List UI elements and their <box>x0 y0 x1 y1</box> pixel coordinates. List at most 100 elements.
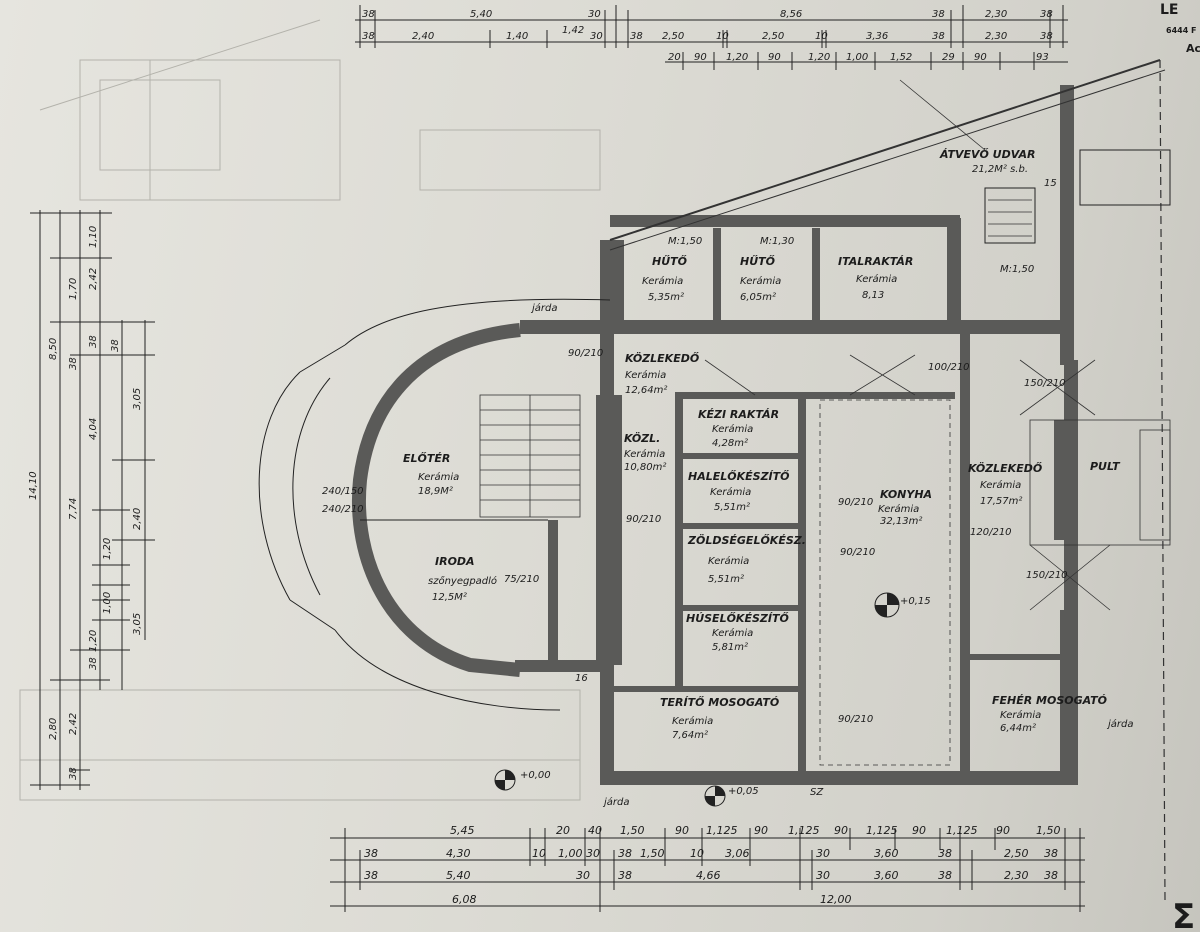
room-area: 5,81m² <box>712 642 748 653</box>
section-mark-16: 16 <box>575 673 588 684</box>
top-dim-r3-7: 1,52 <box>890 52 912 63</box>
room-area: 12,5M² <box>432 592 467 603</box>
bot-dim-r1-5: 90 <box>675 824 689 837</box>
bot-dim-r1-10: 1,125 <box>866 824 898 837</box>
room-terito-mosogato: TERÍTŐ MOSOGATÓ Kerámia 7,64m² <box>660 695 779 741</box>
room-floor: Kerámia <box>1000 709 1041 721</box>
top-dim-r2-8: 10 <box>716 31 729 42</box>
top-dim-r3-1: 20 <box>668 52 681 63</box>
stairs <box>479 394 581 518</box>
bot-dim-r1-13: 90 <box>996 824 1010 837</box>
room-name: TERÍTŐ MOSOGATÓ <box>660 695 779 709</box>
level-text-2: +0,05 <box>728 786 759 797</box>
top-dim-r2-10: 10 <box>815 31 828 42</box>
bot-dim-r1-14: 1,50 <box>1036 824 1061 837</box>
room-huto-2: HŰTŐ Kerámia 6,05m² <box>740 254 781 303</box>
door-tag-1: 240/150 <box>322 486 364 497</box>
building-walls <box>515 85 1078 785</box>
room-name: KÉZI RAKTÁR <box>698 408 779 421</box>
top-dim-r2-11: 3,36 <box>866 31 888 42</box>
door-tag-10: 90/210 <box>838 497 873 508</box>
top-dim-r3-5: 1,20 <box>808 52 830 63</box>
room-name: HŰTŐ <box>652 254 687 268</box>
courtyard <box>609 59 1171 901</box>
corner-text-1: LE <box>1160 2 1178 18</box>
room-area: 6,44m² <box>1000 723 1036 734</box>
room-floor: Kerámia <box>672 715 713 727</box>
room-area: 12,64m² <box>625 385 667 396</box>
left-dim-c5: 1,20 <box>102 538 113 560</box>
annotations: járda járda járda SZ 240/150 90/210 100/… <box>322 178 1134 808</box>
bot-dim-r3-6: 30 <box>816 869 830 882</box>
room-name: ITALRAKTÁR <box>838 255 913 268</box>
room-kozl: KÖZL. Kerámia 10,80m² <box>624 431 666 473</box>
room-name: KONYHA <box>880 488 932 501</box>
room-floor: Kerámia <box>856 273 897 285</box>
door-tag-9: 90/210 <box>626 514 661 525</box>
bot-dim-r2-2: 4,30 <box>446 847 471 860</box>
room-feher-mosogato: FEHÉR MOSOGATÓ Kerámia 6,44m² <box>992 694 1107 734</box>
bot-dim-r3-9: 2,30 <box>1004 869 1029 882</box>
left-dim-c2: 2,42 <box>88 268 99 290</box>
room-area: 21,2M² s.b. <box>972 164 1028 175</box>
bot-dim-r3-4: 38 <box>618 869 632 882</box>
room-area: 4,28m² <box>712 438 748 449</box>
left-dim-c4: 4,04 <box>88 418 99 440</box>
left-dim-c1: 1,10 <box>88 226 99 248</box>
bot-dim-r2-11: 3,60 <box>874 847 899 860</box>
room-haleloekeszito: HALELŐKÉSZÍTŐ Kerámia 5,51m² <box>688 469 790 513</box>
room-name: HÚSELŐKÉSZÍTŐ <box>686 611 789 625</box>
left-dim-a1: 8,50 <box>48 338 59 360</box>
corner-text-3: Ac <box>1186 42 1200 55</box>
pult-label: PULT <box>1090 460 1121 473</box>
top-dim-r2-1: 38 <box>362 31 375 42</box>
room-area: 10,80m² <box>624 462 666 473</box>
bot-dim-r2-3: 10 <box>532 847 546 860</box>
left-dim-c6: 1,00 <box>102 592 113 614</box>
level-markers: +0,00 +0,05 +0,15 <box>494 592 931 807</box>
bot-dim-r1-9: 90 <box>834 824 848 837</box>
corner-title: LE 6444 F Ac <box>1160 2 1200 55</box>
bot-dim-r1-7: 90 <box>754 824 768 837</box>
left-dim-b4: 2,42 <box>68 713 79 735</box>
bot-dim-r3-7: 3,60 <box>874 869 899 882</box>
door-tag-7: 240/210 <box>322 504 364 515</box>
room-area: 6,05m² <box>740 292 776 303</box>
bot-dim-r2-12: 38 <box>938 847 952 860</box>
left-dim-b5: 38 <box>68 767 79 780</box>
top-dim-r2-7: 2,50 <box>662 31 684 42</box>
bot-dim-r2-8: 10 <box>690 847 704 860</box>
room-area: 18,9M² <box>418 486 453 497</box>
bot-dim-r3-3: 30 <box>576 869 590 882</box>
top-dim-r3-10: 93 <box>1036 52 1049 63</box>
bot-dim-r1-4: 1,50 <box>620 824 645 837</box>
top-dim-r2-12: 38 <box>932 31 945 42</box>
top-dim-r3-9: 90 <box>974 52 987 63</box>
parapet-2: M:1,30 <box>760 236 794 247</box>
room-kezi-raktar: KÉZI RAKTÁR Kerámia 4,28m² <box>698 408 779 449</box>
top-dim-2: 5,40 <box>470 9 492 20</box>
top-dim-r2-4: 1,42 <box>562 25 584 36</box>
door-tag-3: 100/210 <box>928 362 970 373</box>
room-floor: Kerámia <box>980 479 1021 491</box>
left-dim-b3: 7,74 <box>68 498 79 520</box>
bot-dim-r3-10: 38 <box>1044 869 1058 882</box>
left-dim-a2: 2,80 <box>48 718 59 740</box>
room-area: 5,51m² <box>714 502 750 513</box>
room-name: KÖZLEKEDŐ <box>968 461 1042 475</box>
top-dimension-lines: 38 5,40 30 8,56 38 2,30 38 38 2,40 1,40 … <box>355 5 1068 70</box>
left-dim-c8: 38 <box>88 657 99 670</box>
parapet-1: M:1,50 <box>668 236 702 247</box>
left-dim-b2: 38 <box>68 357 79 370</box>
bot-dim-r2-10: 30 <box>816 847 830 860</box>
top-dim-r2-3: 1,40 <box>506 31 528 42</box>
room-labels: ÁTVEVŐ UDVAR 21,2M² s.b. HŰTŐ Kerámia 5,… <box>403 147 1121 741</box>
room-kozlekedo-2: KÖZLEKEDŐ Kerámia 17,57m² <box>968 461 1042 507</box>
door-tag-6: 120/210 <box>970 527 1012 538</box>
door-tag-5: 75/210 <box>504 574 539 585</box>
top-dim-7: 38 <box>1040 9 1053 20</box>
room-floor: Kerámia <box>710 486 751 498</box>
room-konyha: KONYHA Kerámia 32,13m² <box>878 488 932 527</box>
